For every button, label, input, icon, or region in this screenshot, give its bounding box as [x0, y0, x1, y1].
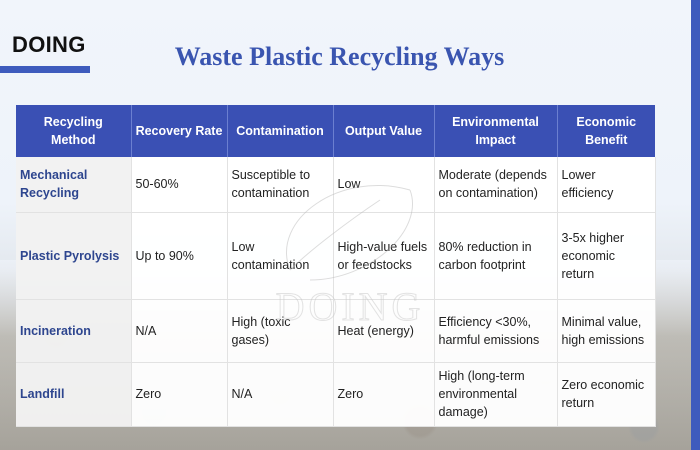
table-row: Plastic Pyrolysis Up to 90% Low contamin…: [16, 212, 656, 300]
column-header-recovery-rate: Recovery Rate: [131, 105, 228, 157]
table-row: Incineration N/A High (toxic gases) Heat…: [16, 299, 656, 363]
table-header-row: Recycling Method Recovery Rate Contamina…: [16, 105, 655, 157]
column-header-contamination: Contamination: [227, 105, 334, 157]
cell-economic-benefit: Minimal value, high emissions: [557, 299, 656, 363]
cell-environmental-impact: Moderate (depends on contamination): [434, 157, 558, 213]
cell-recovery-rate: 50-60%: [131, 157, 228, 213]
cell-environmental-impact: High (long-term environmental damage): [434, 362, 558, 427]
cell-output-value: Heat (energy): [333, 299, 435, 363]
cell-contamination: High (toxic gases): [227, 299, 334, 363]
cell-method: Incineration: [16, 299, 132, 363]
cell-economic-benefit: Zero economic return: [557, 362, 656, 427]
column-header-output-value: Output Value: [333, 105, 435, 157]
cell-contamination: N/A: [227, 362, 334, 427]
column-header-method: Recycling Method: [16, 105, 132, 157]
doing-logo: DOING: [12, 32, 86, 57]
cell-method: Landfill: [16, 362, 132, 427]
cell-recovery-rate: Zero: [131, 362, 228, 427]
column-header-economic-benefit: Economic Benefit: [557, 105, 655, 157]
table-row: Landfill Zero N/A Zero High (long-term e…: [16, 362, 656, 427]
cell-recovery-rate: Up to 90%: [131, 212, 228, 300]
cell-contamination: Low contamination: [227, 212, 334, 300]
cell-economic-benefit: 3-5x higher economic return: [557, 212, 656, 300]
column-header-environmental-impact: Environmental Impact: [434, 105, 558, 157]
cell-method: Mechanical Recycling: [16, 157, 132, 213]
cell-economic-benefit: Lower efficiency: [557, 157, 656, 213]
recycling-comparison-table: Recycling Method Recovery Rate Contamina…: [16, 105, 656, 427]
right-accent-bar: [691, 0, 700, 450]
table-row: Mechanical Recycling 50-60% Susceptible …: [16, 157, 656, 213]
cell-output-value: High-value fuels or feedstocks: [333, 212, 435, 300]
cell-recovery-rate: N/A: [131, 299, 228, 363]
cell-contamination: Susceptible to contamination: [227, 157, 334, 213]
cell-environmental-impact: 80% reduction in carbon footprint: [434, 212, 558, 300]
cell-method: Plastic Pyrolysis: [16, 212, 132, 300]
logo-underline: [0, 66, 90, 73]
cell-output-value: Zero: [333, 362, 435, 427]
cell-output-value: Low: [333, 157, 435, 213]
slide-title: Waste Plastic Recycling Ways: [174, 42, 505, 71]
cell-environmental-impact: Efficiency <30%, harmful emissions: [434, 299, 558, 363]
